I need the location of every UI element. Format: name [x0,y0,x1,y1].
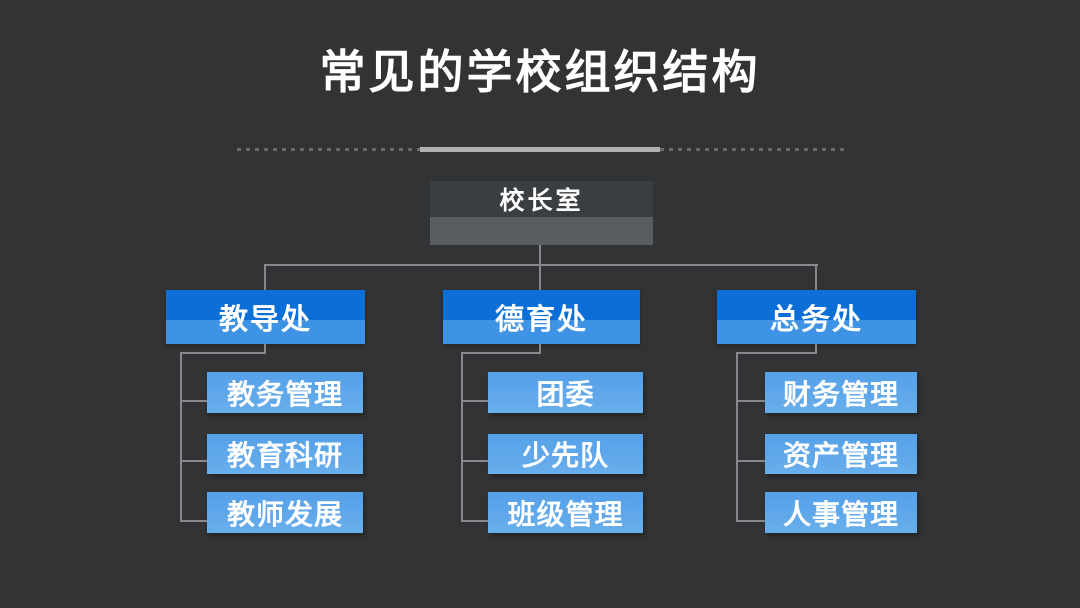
connector-dept3-drop [815,344,817,354]
org-node-teacher-development: 教师发展 [207,492,363,533]
connector-dept2-drop [539,344,541,354]
org-node-youth-league: 团委 [488,372,643,413]
connector-dept2-stub2 [461,460,488,462]
connector-dept3-elbow [736,352,817,354]
connector-dept2-elbow [461,352,541,354]
connector-dept2-rail [461,352,463,522]
org-node-principal-office-label: 校长室 [430,181,653,217]
connector-level1-horizontal [264,264,818,266]
connector-drop-dept2 [539,264,541,290]
org-node-moral-education-office-label: 德育处 [494,304,588,336]
connector-dept2-stub1 [461,400,488,402]
org-node-hr-management: 人事管理 [765,492,917,533]
connector-dept2-stub3 [461,520,488,522]
connector-dept3-stub2 [736,460,765,462]
org-node-education-research-label: 教育科研 [226,440,343,471]
connector-dept1-rail [180,352,182,522]
org-node-class-management: 班级管理 [488,492,643,533]
connector-drop-dept1 [264,264,266,290]
org-node-asset-management-label: 资产管理 [782,440,899,471]
connector-dept3-stub3 [736,520,765,522]
connector-root-drop [539,245,541,266]
connector-dept1-stub1 [180,400,207,402]
org-node-academic-management-label: 教务管理 [226,378,343,410]
org-node-teacher-development-label: 教师发展 [226,498,343,530]
connector-dept1-elbow [180,352,266,354]
org-node-finance-management-label: 财务管理 [782,378,899,410]
org-node-education-research: 教育科研 [207,434,363,474]
org-node-asset-management: 资产管理 [765,434,917,474]
page-title: 常见的学校组织结构 [319,46,761,98]
org-node-young-pioneers: 少先队 [488,434,643,474]
org-node-general-affairs-office-label: 总务处 [769,304,863,336]
org-node-academic-affairs-office: 教导处 [166,290,365,344]
connector-drop-dept3 [815,264,817,290]
connector-dept3-stub1 [736,400,765,402]
connector-dept1-drop [264,344,266,354]
org-node-youth-league-label: 团委 [536,378,595,410]
org-node-finance-management: 财务管理 [765,372,917,413]
connector-dept1-stub2 [180,460,207,462]
org-node-moral-education-office: 德育处 [443,290,640,344]
connector-dept1-stub3 [180,520,207,522]
org-node-academic-management: 教务管理 [207,372,363,413]
org-node-young-pioneers-label: 少先队 [521,440,609,471]
org-node-hr-management-label: 人事管理 [782,498,899,530]
org-node-general-affairs-office: 总务处 [717,290,916,344]
connector-dept3-rail [736,352,738,522]
divider-solid-bar [420,147,660,152]
org-node-principal-office: 校长室 [430,181,653,245]
org-node-class-management-label: 班级管理 [507,498,624,530]
org-node-academic-affairs-office-label: 教导处 [218,304,312,336]
org-node-principal-office-base [430,217,653,245]
